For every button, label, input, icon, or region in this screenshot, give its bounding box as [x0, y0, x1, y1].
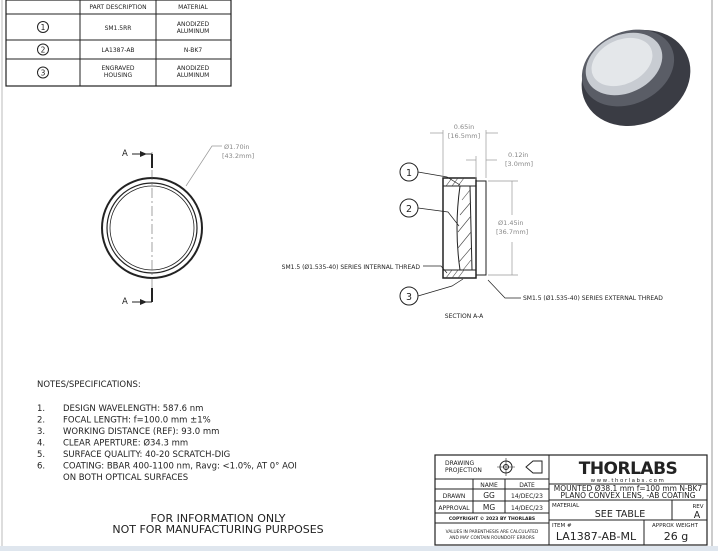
part-material: N-BK7: [184, 47, 202, 54]
note-text: FOCAL LENGTH: f=100.0 mm ±1%: [63, 416, 211, 426]
inner-diameter-mm: [36.7mm]: [496, 228, 528, 236]
copyright: COPYRIGHT © 2023 BY THORLABS: [449, 516, 535, 522]
front-view: A A Ø1.70in [43.2mm]: [101, 143, 254, 307]
lens-mount-render: [581, 29, 691, 126]
note-number: 1.: [37, 404, 45, 414]
website: www.thorlabs.com: [591, 478, 666, 484]
note-number: 4.: [37, 439, 45, 449]
table-row: 2 LA1387-AB N-BK7: [37, 43, 202, 56]
table-row: 1 SM1.5RR ANODIZED ALUMINUM: [37, 21, 210, 35]
projection-label: DRAWING: [445, 460, 475, 467]
external-thread-callout: SM1.5 (Ø1.535-40) SERIES EXTERNAL THREAD: [523, 295, 663, 302]
balloon-number: 3: [41, 69, 46, 78]
balloon-number: 2: [41, 46, 46, 55]
part-description: HOUSING: [104, 72, 133, 79]
approval-label: APPROVAL: [438, 505, 470, 512]
note-text: ON BOTH OPTICAL SURFACES: [63, 473, 188, 483]
inner-diameter-in: Ø1.45in: [498, 219, 524, 227]
section-title: SECTION A-A: [445, 313, 484, 320]
note-number: 2.: [37, 416, 45, 426]
note-text: WORKING DISTANCE (REF): 93.0 mm: [63, 427, 219, 437]
balloon-2: 2: [406, 204, 412, 215]
note-text: SURFACE QUALITY: 40-20 SCRATCH-DIG: [63, 450, 230, 460]
step-in: 0.12in: [508, 151, 528, 159]
thorlabs-logo: THORLABS: [579, 459, 678, 479]
projection-symbol-icon: [497, 458, 543, 476]
weight-value: 26 g: [664, 530, 688, 543]
step-mm: [3.0mm]: [505, 160, 533, 168]
part-title: PLANO CONVEX LENS, -AB COATING: [560, 491, 695, 500]
balloon-3: 3: [406, 292, 412, 303]
part-description: ENGRAVED: [101, 65, 134, 72]
approval-name: MG: [483, 503, 495, 512]
date-header: DATE: [519, 482, 535, 489]
disclaimer: FOR INFORMATION ONLY: [150, 512, 285, 525]
rev-label: REV: [692, 504, 703, 510]
length-mm: [16.5mm]: [448, 132, 480, 140]
length-in: 0.65in: [454, 123, 474, 131]
name-header: NAME: [480, 482, 498, 489]
header-material: MATERIAL: [178, 4, 208, 11]
weight-label: APPROX WEIGHT: [652, 523, 699, 529]
note-text: COATING: BBAR 400-1100 nm, Ravg: <1.0%, …: [63, 462, 297, 472]
note-number: 6.: [37, 462, 45, 472]
drawn-name: GG: [483, 491, 495, 500]
part-description: SM1.5RR: [105, 25, 132, 32]
note-number: 5.: [37, 450, 45, 460]
note-number: 3.: [37, 427, 45, 437]
balloon-number: 1: [41, 23, 46, 32]
part-material: ALUMINUM: [177, 72, 210, 79]
section-marker-a: A: [122, 297, 128, 307]
material-label: MATERIAL: [552, 503, 580, 509]
internal-thread-callout: SM1.5 (Ø1.535-40) SERIES INTERNAL THREAD: [282, 264, 421, 271]
material-value: SEE TABLE: [595, 509, 645, 520]
part-material: ANODIZED: [177, 65, 210, 72]
section-view: 0.65in [16.5mm] 0.12in [3.0mm] Ø1.45in […: [282, 123, 664, 320]
item-label: ITEM #: [552, 523, 572, 529]
diameter-in: Ø1.70in: [224, 143, 250, 151]
note-text: CLEAR APERTURE: Ø34.3 mm: [63, 438, 188, 449]
values-note: AND MAY CONTAIN ROUNDOFF ERRORS: [449, 535, 535, 541]
notes: NOTES/SPECIFICATIONS: 1. DESIGN WAVELENGT…: [37, 380, 324, 536]
projection-label: PROJECTION: [445, 467, 482, 474]
section-marker-a: A: [122, 149, 128, 159]
values-note: VALUES IN PARENTHESIS ARE CALCULATED: [446, 529, 539, 535]
rev-value: A: [694, 510, 701, 521]
diameter-mm: [43.2mm]: [222, 152, 254, 160]
title-block: DRAWING PROJECTION NAME DATE DRAWN GG 14…: [434, 454, 708, 546]
part-description: LA1387-AB: [101, 47, 134, 54]
drawn-date: 14/DEC/23: [511, 493, 543, 500]
item-number: LA1387-AB-ML: [556, 530, 637, 543]
notes-title: NOTES/SPECIFICATIONS:: [37, 380, 141, 390]
part-title: MOUNTED Ø38.1 mm f=100 mm N-BK7: [554, 484, 703, 493]
header-part-description: PART DESCRIPTION: [89, 4, 146, 11]
table-row: 3 ENGRAVED HOUSING ANODIZED ALUMINUM: [37, 65, 210, 79]
part-material: ALUMINUM: [177, 28, 210, 35]
drawn-label: DRAWN: [443, 493, 466, 500]
parts-table: PART DESCRIPTION MATERIAL 1 SM1.5RR ANOD…: [5, 0, 232, 87]
approval-date: 14/DEC/23: [511, 505, 543, 512]
balloon-1: 1: [406, 168, 412, 179]
part-material: ANODIZED: [177, 21, 210, 28]
disclaimer: NOT FOR MANUFACTURING PURPOSES: [112, 523, 323, 536]
note-text: DESIGN WAVELENGTH: 587.6 nm: [63, 404, 203, 414]
